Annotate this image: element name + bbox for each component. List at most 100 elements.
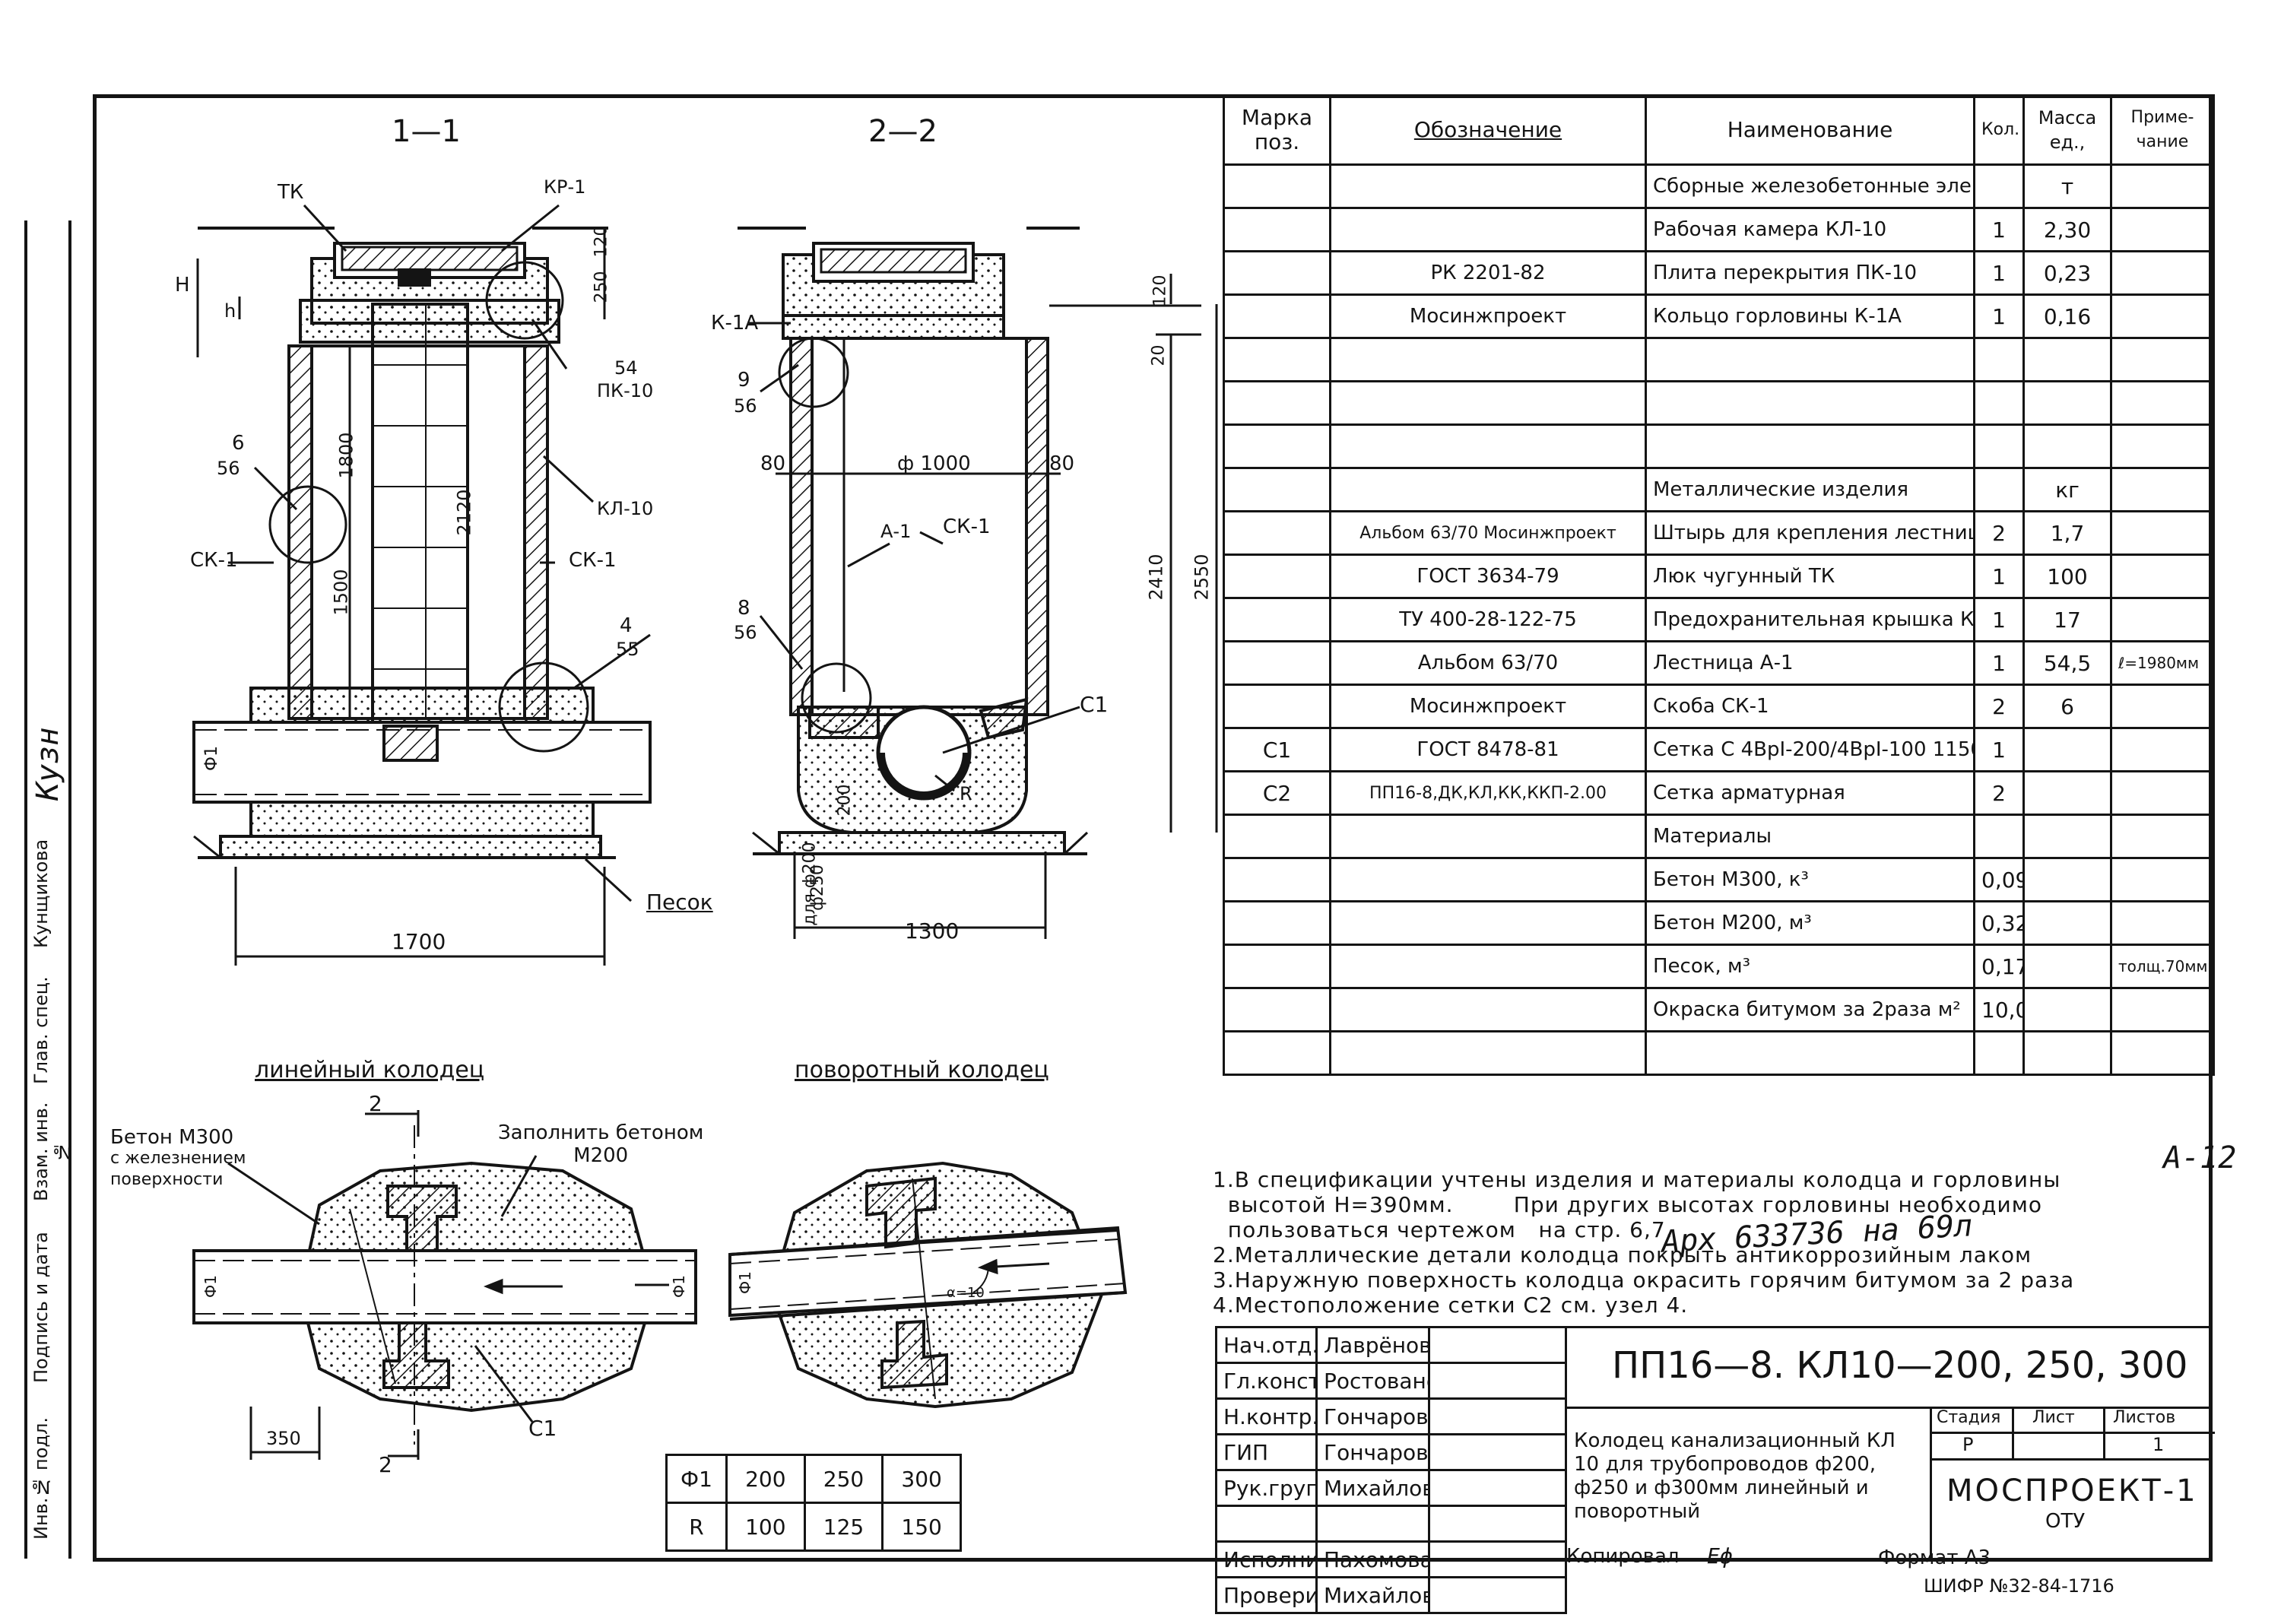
spec-row: Песок, м³0,17толщ.70мм — [1223, 944, 2215, 989]
spec-designation: РК 2201-82 — [1329, 250, 1647, 296]
stamp-signature — [1428, 1397, 1567, 1435]
plan-phi1-a: Ф1 — [201, 1275, 220, 1298]
spec-name: Лестница А-1 — [1645, 640, 1975, 686]
spec-row: Сборные железобетонные элементыт — [1223, 163, 2215, 209]
spec-mass — [2022, 770, 2112, 816]
spec-row — [1223, 1030, 2215, 1076]
s2-n8: 8 — [738, 597, 750, 620]
spec-name: Сетка арматурная — [1645, 770, 1975, 816]
stamp-role: Н.контр. — [1215, 1397, 1318, 1435]
spec-mass — [2022, 857, 2112, 902]
stamp-row — [1215, 1505, 1567, 1543]
spec-header-note: Приме-чание — [2110, 94, 2215, 166]
s1-h-label: Н — [175, 274, 190, 297]
stamp-row: Рук.груп.Михайлова — [1215, 1469, 1567, 1507]
spec-header-row: Марка поз. Обозначение Наименование Кол.… — [1223, 94, 2215, 166]
spec-mark — [1223, 987, 1331, 1032]
spec-designation: Мосинжпроект — [1329, 293, 1647, 339]
spec-mark: С2 — [1223, 770, 1331, 816]
spec-designation — [1329, 944, 1647, 989]
flow-arrows — [483, 1258, 1050, 1295]
s2-d80-left: 80 — [760, 452, 786, 475]
stamp-signature — [1428, 1540, 1567, 1578]
section-2-title: 2—2 — [868, 114, 937, 149]
spec-qty: 0,17 — [1973, 944, 2025, 989]
spec-designation: ГОСТ 3634-79 — [1329, 553, 1647, 599]
stamp-role: Рук.груп. — [1215, 1469, 1318, 1507]
spec-note — [2110, 727, 2215, 772]
spec-mass: 0,23 — [2022, 250, 2112, 296]
spec-mass: кг — [2022, 467, 2112, 512]
s2-phi1000: ф 1000 — [897, 452, 971, 475]
spec-qty — [1973, 380, 2025, 426]
spec-designation — [1329, 467, 1647, 512]
stamp-role: Исполнил — [1215, 1540, 1318, 1578]
spec-mark — [1223, 250, 1331, 296]
sheet-tag: А-12 — [2163, 1140, 2237, 1175]
radius-cell: 125 — [803, 1502, 884, 1552]
spec-designation: Мосинжпроект — [1329, 684, 1647, 729]
s1-ck1-right: СК-1 — [569, 549, 617, 572]
linear-well-title: линейный колодец — [255, 1057, 485, 1083]
spec-name: Сборные железобетонные элементы — [1645, 163, 1975, 209]
s1-d1500: 1500 — [330, 569, 352, 616]
spec-mass: 17 — [2022, 597, 2112, 642]
stamp-signature — [1428, 1505, 1567, 1543]
diameter-table: Ф1 200 250 300 R 100 125 150 — [665, 1454, 962, 1552]
spec-mark — [1223, 814, 1331, 859]
stamp-person: Гончарова — [1315, 1397, 1430, 1435]
spec-name: Бетон М200, м³ — [1645, 900, 1975, 946]
radius-row: R 100 125 150 — [665, 1502, 962, 1552]
spec-mass: 0,16 — [2022, 293, 2112, 339]
s2-d2410: 2410 — [1145, 553, 1167, 601]
spec-mark — [1223, 163, 1331, 209]
spec-mass: 100 — [2022, 553, 2112, 599]
s1-d1700: 1700 — [392, 929, 446, 954]
spec-mass: 1,7 — [2022, 510, 2112, 556]
spec-mark — [1223, 207, 1331, 252]
spec-designation: ГОСТ 8478-81 — [1329, 727, 1647, 772]
spec-mark — [1223, 467, 1331, 512]
stamp-role: Гл.констр. — [1215, 1362, 1318, 1400]
title-block-right — [1565, 1326, 2213, 1562]
stamp-person: Пахомова — [1315, 1540, 1430, 1578]
title-block-roles: Нач.отд.ЛаврёновГл.констр.РостовановН.ко… — [1215, 1326, 1567, 1614]
spec-note — [2110, 597, 2215, 642]
copied-label: Копировал — [1566, 1545, 1680, 1568]
spec-qty: 10,0 — [1973, 987, 2025, 1032]
left-margin-strip — [24, 220, 71, 1559]
spec-mark — [1223, 423, 1331, 469]
spec-qty — [1973, 163, 2025, 209]
s1-n56: 56 — [217, 458, 240, 479]
spec-name: Штырь для крепления лестницы — [1645, 510, 1975, 556]
s1-d1800: 1800 — [335, 432, 357, 479]
s2-ck1: СК-1 — [943, 515, 991, 538]
spec-name: Скоба СК-1 — [1645, 684, 1975, 729]
s2-d2550: 2550 — [1191, 553, 1213, 601]
spec-note — [2110, 510, 2215, 556]
org-divider — [1930, 1458, 2213, 1461]
spec-qty: 0,32 — [1973, 900, 2025, 946]
stage-header: Стадия — [1937, 1408, 2001, 1427]
spec-row: Материалы — [1223, 814, 2215, 859]
spec-qty: 1 — [1973, 553, 2025, 599]
spec-designation: Альбом 63/70 — [1329, 640, 1647, 686]
s2-r: R — [960, 783, 972, 804]
s1-d2120: 2120 — [453, 489, 475, 536]
plan-c1-label: С1 — [528, 1416, 557, 1441]
stamp-signature — [1428, 1362, 1567, 1400]
plan-phi1-b: Ф1 — [669, 1275, 688, 1298]
title-divider — [1565, 1407, 2213, 1409]
spec-qty: 1 — [1973, 250, 2025, 296]
spec-mark — [1223, 944, 1331, 989]
radius-cell: 150 — [881, 1502, 962, 1552]
spec-mass — [2022, 1030, 2112, 1076]
spec-name: Рабочая камера КЛ-10 — [1645, 207, 1975, 252]
note-line: пользоваться чертежом на стр. 6,7. — [1213, 1217, 1673, 1242]
spec-mass — [2022, 380, 2112, 426]
spec-header-mark: Марка поз. — [1223, 94, 1331, 166]
